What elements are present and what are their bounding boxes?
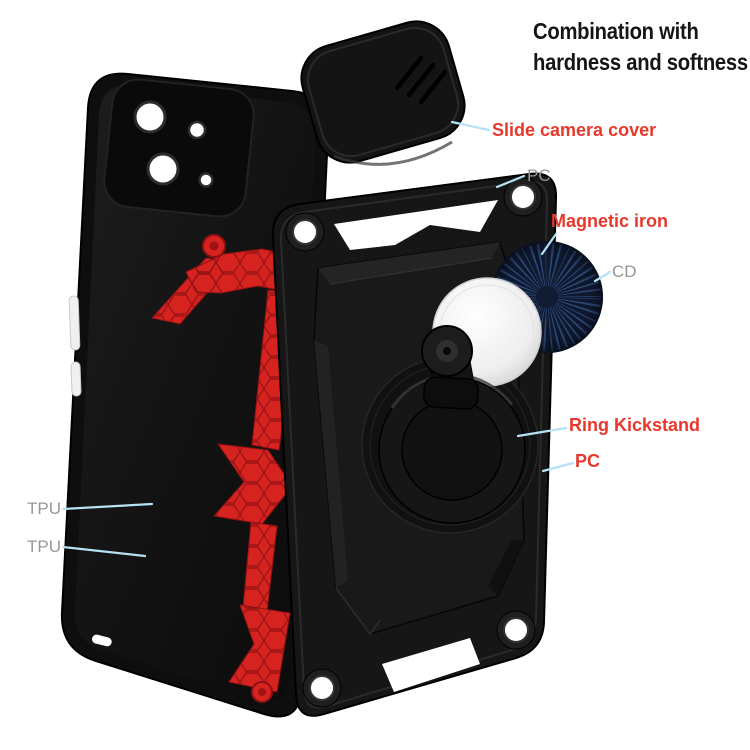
callout-lines (61, 120, 612, 558)
camera-island (103, 78, 255, 218)
title-line-1: Combination with (533, 18, 699, 44)
side-buttons (68, 295, 82, 397)
bottom-cutouts (92, 634, 224, 724)
flash-hole (187, 120, 207, 140)
label-ring-kickstand: Ring Kickstand (569, 415, 701, 435)
callout-tpu-upper (61, 502, 154, 511)
product-title: Combination with hardness and softness (533, 16, 748, 78)
volume-button (68, 295, 81, 351)
callout-pc-top (495, 174, 526, 189)
callout-pc-right (541, 461, 575, 473)
camera-lens-hole (146, 152, 180, 186)
callout-tpu-lower (61, 545, 147, 558)
callout-ring-kickstand (516, 426, 568, 438)
callout-slide-camera-cover (450, 120, 491, 132)
red-knob-bottom (251, 681, 273, 703)
label-pc-top: PC (527, 166, 551, 185)
cover-grip-grooves (394, 55, 448, 105)
cover-edge-highlight (333, 140, 453, 166)
mic-hole (198, 172, 214, 188)
label-tpu-lower: TPU (27, 537, 61, 556)
red-knob-top (202, 234, 226, 258)
power-button (70, 361, 82, 397)
frame-inner-bevel (279, 180, 549, 709)
slide-camera-cover (300, 20, 466, 166)
callout-magnetic-iron (540, 232, 558, 256)
title-line-2: hardness and softness (533, 49, 748, 75)
label-magnetic-iron: Magnetic iron (551, 211, 669, 231)
ring-kickstand (378, 325, 526, 524)
callout-cd (593, 270, 612, 283)
label-pc-right: PC (575, 451, 601, 471)
frame-corner-holes (285, 177, 543, 708)
label-cd: CD (612, 262, 637, 281)
camera-lens-hole (133, 100, 167, 134)
frame-bottom-cutout (382, 638, 480, 692)
hinge-knuckle (423, 376, 479, 410)
frame-top-cutout (334, 200, 498, 250)
label-tpu-upper: TPU (27, 499, 61, 518)
label-slide-camera-cover: Slide camera cover (492, 120, 657, 140)
